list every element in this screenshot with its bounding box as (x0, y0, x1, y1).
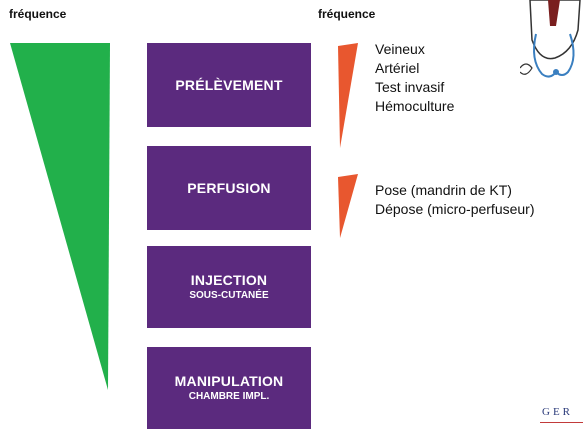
box-main-label: INJECTION (190, 272, 268, 289)
frequency-wedge-perfusion (338, 174, 358, 238)
box-sub-label: SOUS-CUTANÉE (189, 290, 269, 302)
list-item: Pose (mandrin de KT) (375, 182, 512, 198)
box-manipulation: MANIPULATION CHAMBRE IMPL. (147, 347, 311, 429)
list-item: Hémoculture (375, 98, 455, 114)
list-item: Artériel (375, 60, 420, 76)
list-item: Test invasif (375, 79, 445, 95)
list-perfusion: Pose (mandrin de KT) Dépose (micro-perfu… (375, 181, 535, 219)
box-injection: INJECTION SOUS-CUTANÉE (147, 246, 311, 328)
box-prelevement: PRÉLÈVEMENT (147, 43, 311, 127)
frequency-wedge-main (10, 43, 110, 390)
box-main-label: MANIPULATION (174, 373, 284, 390)
box-main-label: PRÉLÈVEMENT (175, 76, 283, 93)
box-main-label: PERFUSION (187, 179, 271, 196)
logo-underline (540, 422, 583, 423)
frequency-label-right: fréquence (318, 7, 376, 21)
box-sub-label: CHAMBRE IMPL. (188, 391, 270, 403)
list-item: Dépose (micro-perfuseur) (375, 201, 535, 217)
frequency-label-left: fréquence (9, 7, 67, 21)
list-prelevement: Veineux Artériel Test invasif Hémocultur… (375, 40, 454, 116)
doctor-mascot-icon (520, 0, 581, 78)
logo-text: GER (542, 406, 573, 418)
box-perfusion: PERFUSION (147, 146, 311, 230)
list-item: Veineux (375, 41, 425, 57)
frequency-wedge-prelevement (338, 43, 358, 148)
